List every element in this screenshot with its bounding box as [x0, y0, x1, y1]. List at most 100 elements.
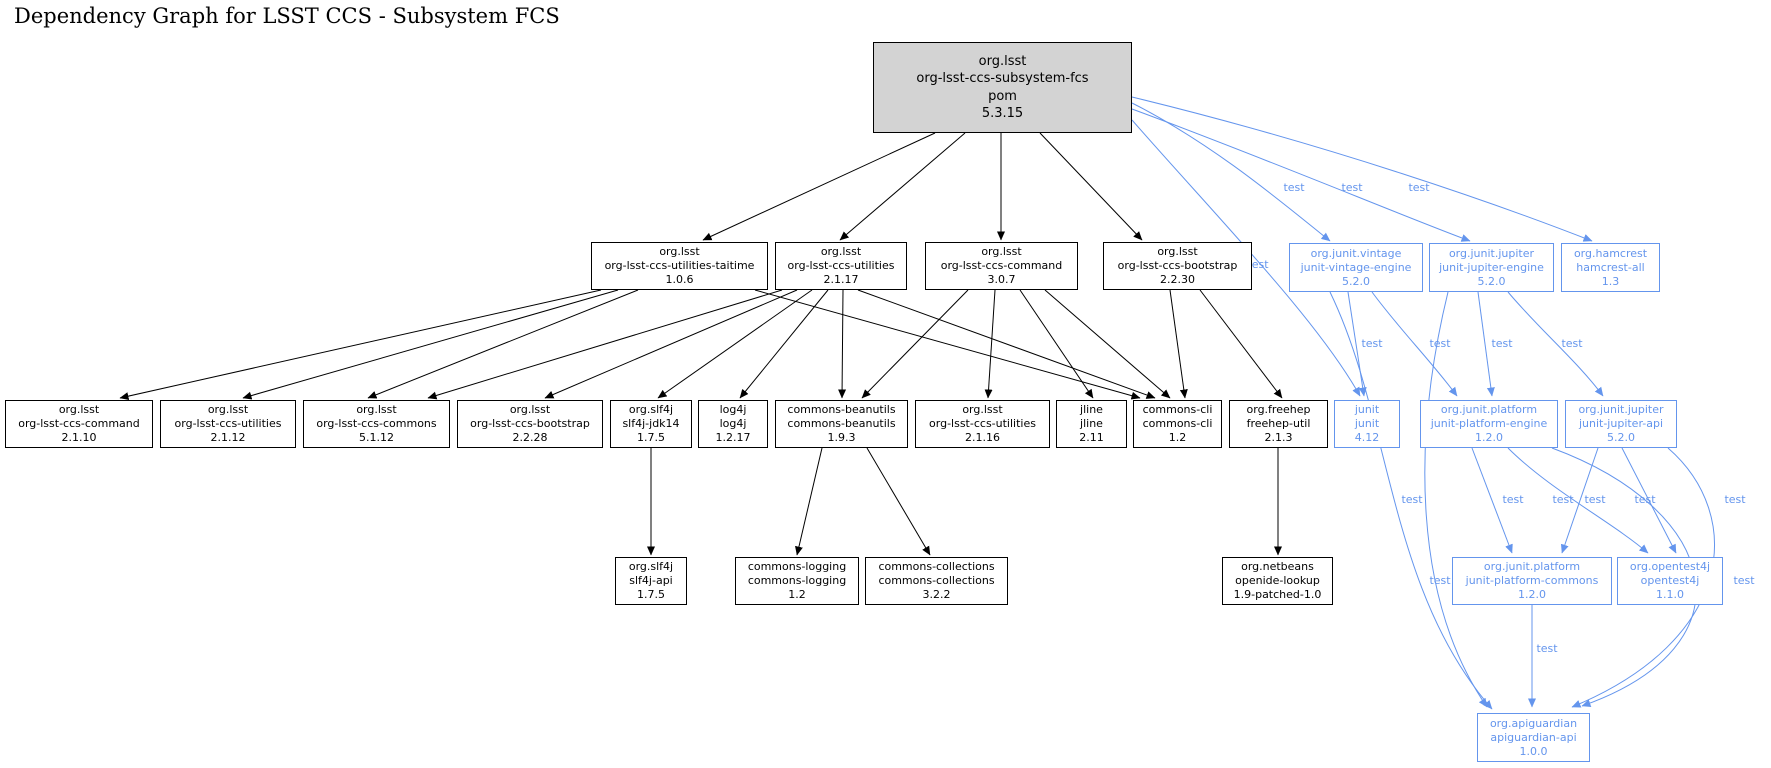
- edge-label-test: test: [1536, 642, 1558, 655]
- node-line: apiguardian-api: [1490, 730, 1577, 744]
- node-line: 2.1.3: [1264, 431, 1293, 444]
- edge-junit-vintage-engine--apiguardian-api: [1329, 291, 1493, 710]
- node-line: 1.9-patched-1.0: [1233, 588, 1322, 601]
- node-line: 1.2.0: [1475, 431, 1503, 444]
- edge-label-test: test: [1584, 493, 1606, 506]
- node-line: org-lsst-ccs-command: [940, 259, 1063, 272]
- edge-utilities-2-1-17--bootstrap-2-2-28: [544, 289, 798, 399]
- node-line: org.lsst: [509, 403, 551, 416]
- edge-utilities-taitime--commons-5-1-12: [367, 289, 639, 399]
- node-line: org.lsst: [981, 245, 1022, 258]
- node-line: 1.7.5: [637, 588, 665, 601]
- edge-bootstrap-2-2-30--freehep-util: [1199, 289, 1283, 399]
- node-line: org.lsst: [356, 403, 397, 416]
- node-line: log4j: [719, 417, 747, 430]
- node-line: org.lsst: [962, 403, 1003, 416]
- edge-junit-jupiter-engine--apiguardian-api: [1424, 291, 1488, 708]
- node-line: jline: [1080, 417, 1103, 430]
- edge-junit-vintage-engine--junit-platform-engine: [1371, 291, 1458, 397]
- edge-label-test: test: [1502, 493, 1524, 506]
- edge-subsystem-fcs--junit: [1131, 119, 1361, 397]
- node-line: 5.1.12: [359, 431, 394, 444]
- node-line: commons-beanutils: [787, 403, 896, 416]
- node-line: org.junit.platform: [1440, 403, 1538, 416]
- node-line: 1.2: [788, 588, 806, 601]
- node-line: 1.9.3: [827, 431, 856, 444]
- node-line: junit-vintage-engine: [1300, 260, 1412, 274]
- edge-label-test: test: [1561, 337, 1583, 350]
- edge-label-test: test: [1429, 337, 1451, 350]
- edge-utilities-2-1-17--commons-beanutils: [838, 289, 847, 399]
- node-line: 1.3: [1601, 274, 1620, 288]
- node-line: org.lsst: [1157, 245, 1198, 258]
- edge-junit-jupiter-engine--junit-jupiter-api: [1507, 291, 1604, 397]
- node-line: openide-lookup: [1235, 574, 1320, 587]
- node-line: org.junit.vintage: [1310, 246, 1402, 260]
- node-line: jline: [1080, 403, 1103, 416]
- edge-utilities-2-1-17--slf4j-jdk14: [657, 289, 813, 399]
- edge-junit-platform-engine--junit-platform-commons: [1471, 447, 1513, 554]
- node-line: commons-cli: [1142, 403, 1213, 416]
- edge-label-test: test: [1247, 258, 1269, 271]
- node-line: org.junit.jupiter: [1448, 246, 1535, 260]
- node-line: 5.3.15: [981, 106, 1024, 121]
- node-line: org.netbeans: [1241, 560, 1314, 573]
- edge-subsystem-fcs--utilities-taitime: [702, 132, 936, 241]
- edge-junit-jupiter-api--opentest4j: [1621, 447, 1677, 554]
- edge-command-3-0-7--commons-beanutils: [861, 289, 969, 399]
- edge-label-test: test: [1283, 181, 1305, 194]
- node-line: 5.2.0: [1607, 431, 1635, 444]
- edge-label-test: test: [1724, 493, 1746, 506]
- edge-subsystem-fcs--utilities-2-1-17: [839, 132, 966, 241]
- node-line: junit: [1354, 403, 1380, 416]
- edge-junit-vintage-engine--junit: [1347, 291, 1367, 397]
- node-line: 1.2: [1168, 431, 1187, 444]
- edge-junit-jupiter-engine--junit-platform-engine: [1477, 291, 1495, 397]
- node-line: 2.11: [1079, 431, 1104, 444]
- node-line: org.apiguardian: [1489, 716, 1578, 730]
- node-line: slf4j-api: [629, 574, 673, 587]
- node-line: 1.2.0: [1518, 588, 1546, 601]
- edge-subsystem-fcs--junit-jupiter-engine: [1131, 108, 1471, 242]
- node-line: org-lsst-ccs-utilities-taitime: [604, 259, 755, 272]
- node-line: 2.1.17: [823, 273, 859, 286]
- node-line: 1.1.0: [1656, 588, 1684, 601]
- node-line: 3.2.2: [922, 588, 951, 601]
- node-line: org.lsst: [207, 403, 249, 416]
- node-line: commons-logging: [747, 560, 847, 573]
- node-line: org.lsst: [659, 245, 700, 258]
- edge-command-3-0-7--jline: [1019, 289, 1094, 399]
- node-line: 1.7.5: [637, 431, 665, 444]
- node-line: org.lsst: [978, 53, 1027, 69]
- edge-command-3-0-7--commons-cli: [1044, 289, 1171, 399]
- node-line: commons-collections: [878, 560, 995, 573]
- edge-label-test: test: [1341, 181, 1363, 194]
- edge-utilities-2-1-17--commons-cli: [857, 289, 1156, 399]
- node-line: junit-jupiter-api: [1578, 417, 1664, 430]
- node-line: org-lsst-ccs-utilities: [787, 259, 895, 272]
- node-line: org.hamcrest: [1573, 246, 1648, 260]
- node-line: org.freehep: [1246, 403, 1311, 416]
- node-line: org-lsst-ccs-bootstrap: [470, 417, 590, 430]
- edge-utilities-2-1-17--commons-5-1-12: [427, 289, 783, 400]
- node-line: log4j: [719, 403, 747, 416]
